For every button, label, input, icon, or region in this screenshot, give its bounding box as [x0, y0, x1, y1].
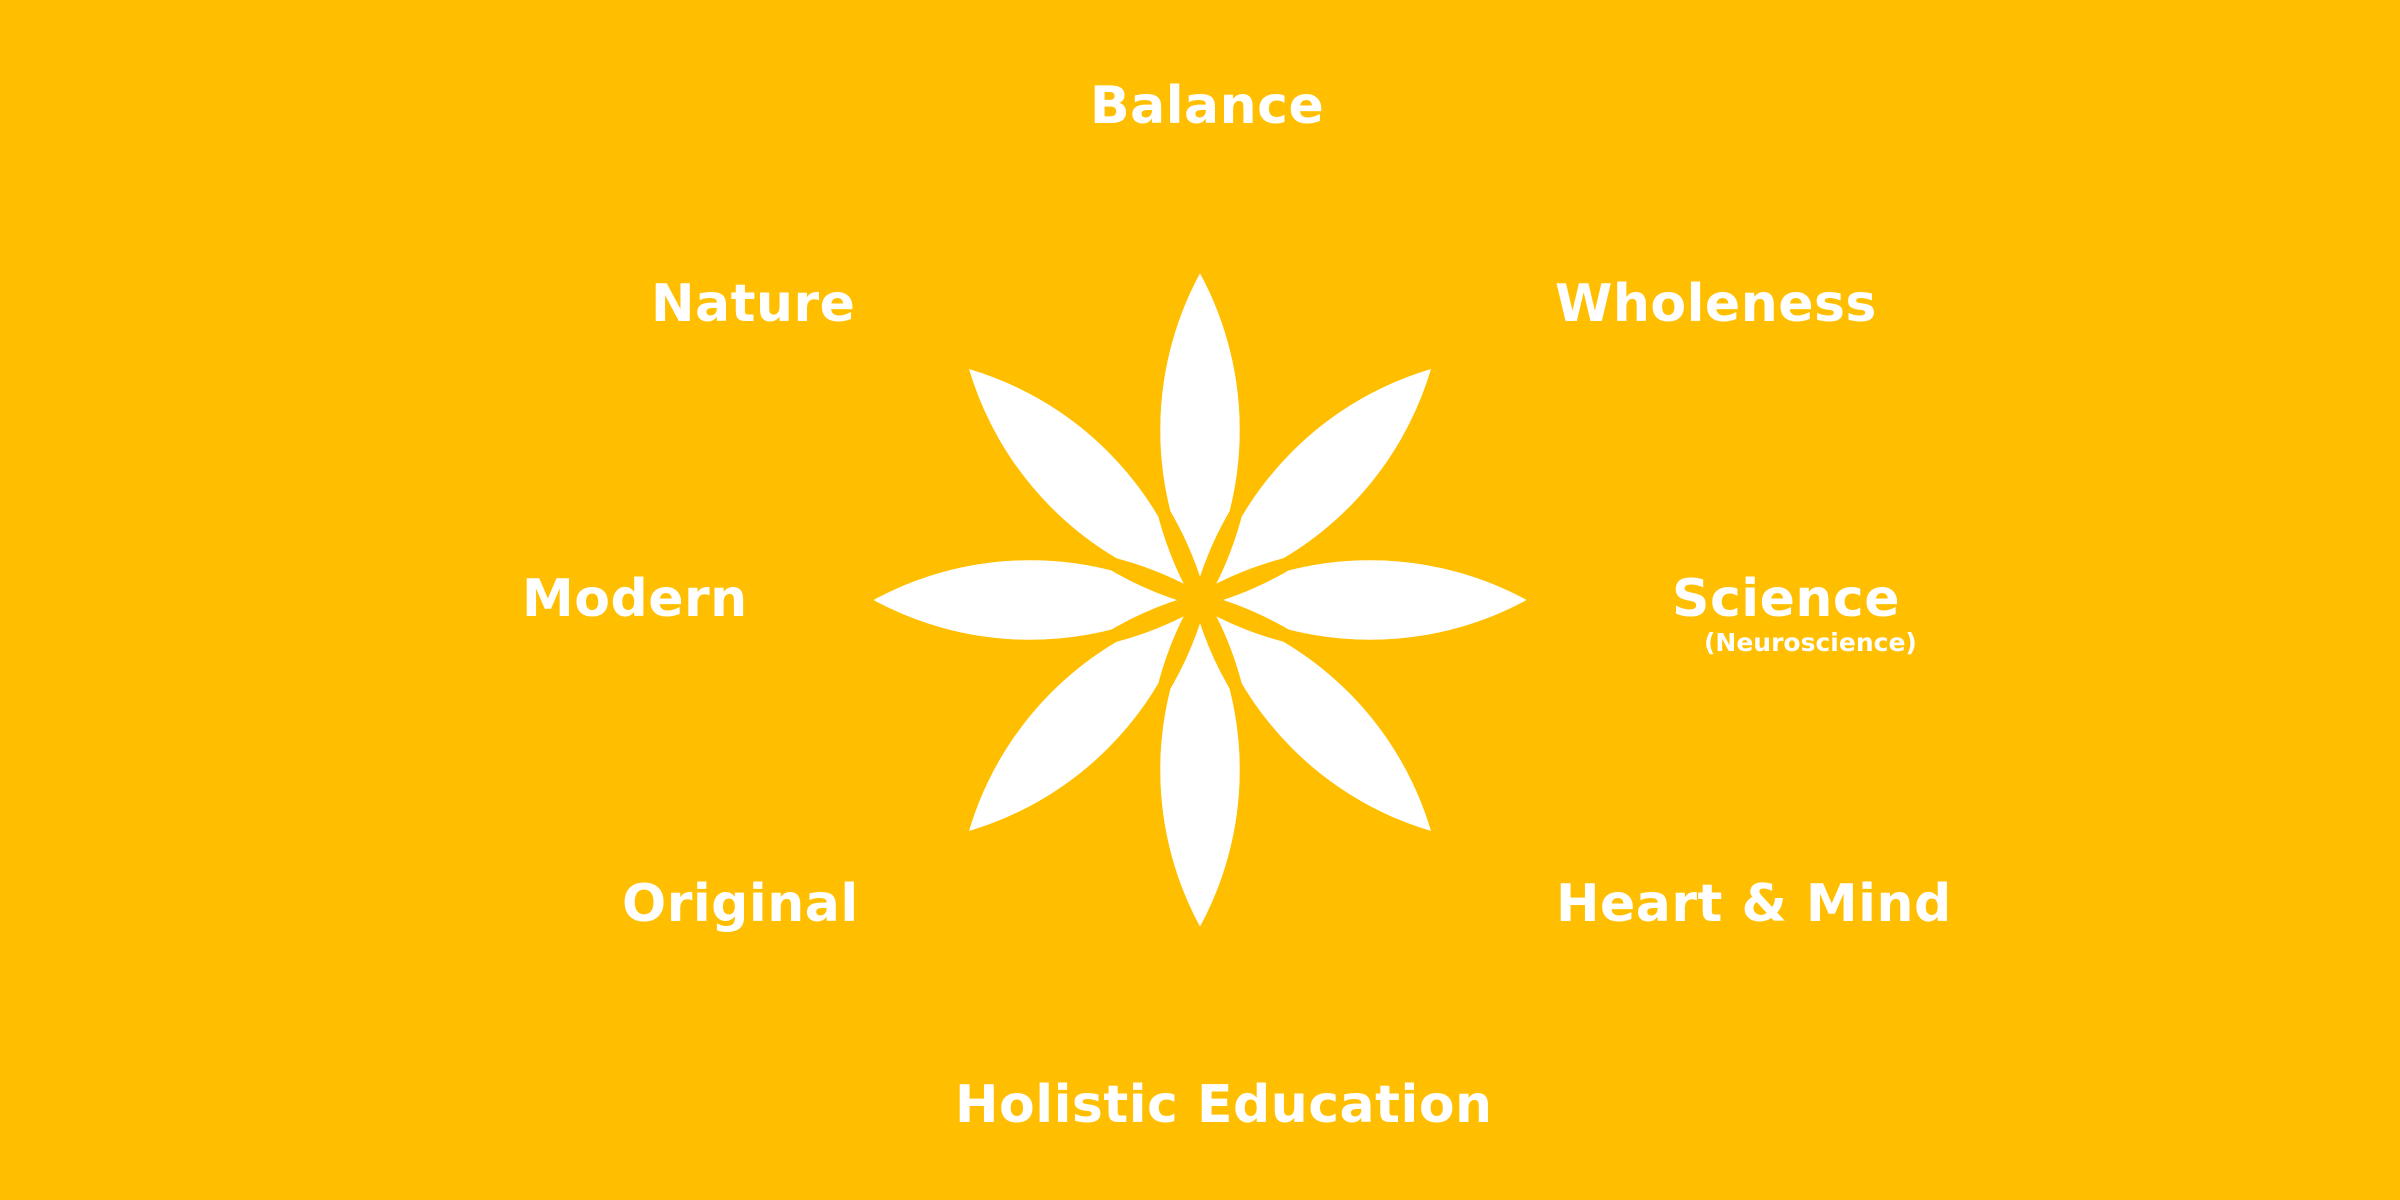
label-science-sub: (Neuroscience): [1704, 628, 1917, 657]
petal-outline-7: [847, 547, 1213, 653]
petal-outline-8: [950, 350, 1210, 610]
label-wholeness: Wholeness: [1555, 274, 1877, 334]
label-science: Science: [1672, 569, 1900, 629]
petal-outline-5: [1147, 587, 1253, 953]
petal-outline-3: [1187, 547, 1553, 653]
label-heart-mind: Heart & Mind: [1556, 874, 1952, 934]
petal-outline-4: [1190, 590, 1450, 850]
petal-outline-1: [1147, 247, 1253, 613]
label-original: Original: [622, 874, 859, 934]
petal-outline-2: [1190, 350, 1450, 610]
label-balance: Balance: [1090, 76, 1325, 136]
label-modern: Modern: [522, 569, 748, 629]
label-nature: Nature: [651, 274, 856, 334]
petal-outline-6: [950, 590, 1210, 850]
label-holistic-education: Holistic Education: [955, 1075, 1493, 1135]
